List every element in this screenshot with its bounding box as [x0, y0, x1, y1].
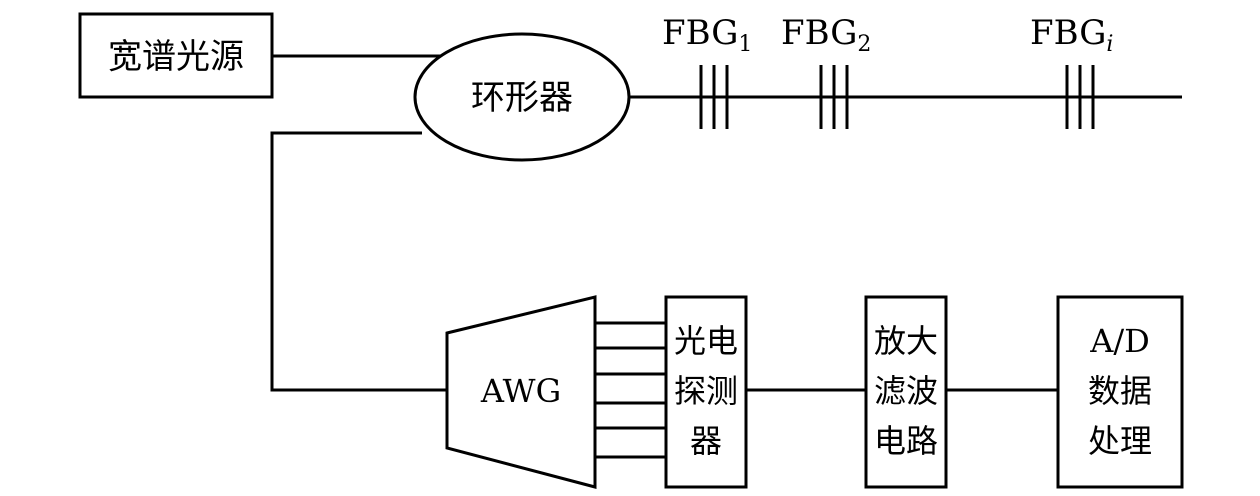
awg-label: AWG — [480, 372, 561, 410]
adc-processing-box: A/D 数据 处理 — [1056, 295, 1184, 489]
circulator: 环形器 — [413, 32, 631, 162]
fbg-i: FBGi — [1030, 13, 1113, 129]
photodetector-label-line2: 探测 — [674, 372, 738, 410]
adc-label-line1: A/D — [1089, 322, 1150, 360]
awg-output-channels — [595, 321, 666, 459]
circulator-label: 环形器 — [471, 78, 573, 118]
awg: AWG — [445, 295, 597, 489]
amplifier-label-line2: 滤波 — [874, 372, 938, 410]
fbg-1-label: FBG1 — [662, 13, 752, 57]
circulator-to-awg-line — [270, 131, 447, 392]
adc-label-line3: 处理 — [1088, 422, 1152, 460]
photodetector-label-line1: 光电 — [674, 322, 738, 360]
amplifier-label-line3: 电路 — [874, 422, 938, 460]
fbg-2: FBG2 — [781, 13, 871, 129]
photodetector-label-line3: 器 — [690, 422, 722, 460]
adc-label-line2: 数据 — [1088, 372, 1152, 410]
photodetector-box: 光电 探测 器 — [664, 295, 748, 489]
broadband-source-label: 宽谱光源 — [108, 37, 244, 77]
amplifier-label-line1: 放大 — [874, 322, 938, 360]
broadband-source-box: 宽谱光源 — [78, 12, 274, 99]
fbg-2-label: FBG2 — [781, 13, 871, 57]
fbg-1: FBG1 — [662, 13, 752, 129]
fbg-i-label: FBGi — [1030, 13, 1113, 57]
amplifier-filter-box: 放大 滤波 电路 — [864, 295, 948, 489]
